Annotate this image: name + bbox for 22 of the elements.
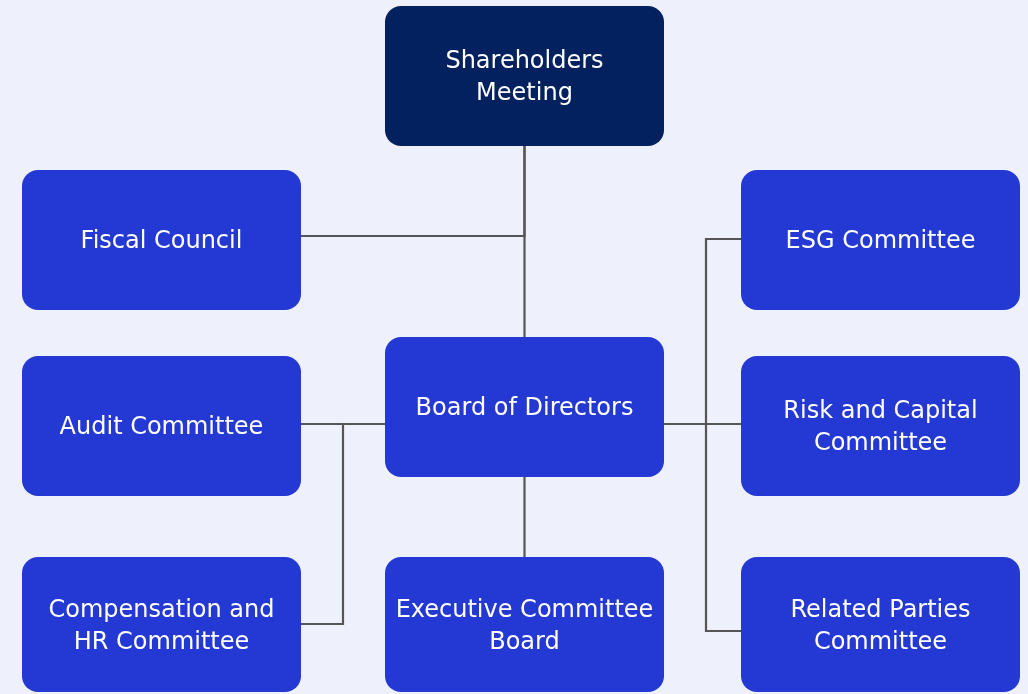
- box-label: Board of Directors: [415, 392, 634, 423]
- committee-box: [22, 557, 301, 692]
- committee-box: [22, 356, 301, 496]
- box-label: ESG Committee: [785, 225, 976, 256]
- box-label: Audit Committee: [59, 411, 264, 442]
- committee-box: [741, 356, 1020, 496]
- box-label: Risk and Capital Committee: [782, 395, 979, 458]
- connector-line: [664, 422, 741, 633]
- committee-box: [741, 170, 1020, 310]
- connector-line: [301, 422, 385, 626]
- box-label: Shareholders Meeting: [444, 45, 605, 108]
- committee-box: [385, 557, 664, 692]
- connector-line: [523, 477, 526, 557]
- box-label: Related Parties Committee: [789, 593, 972, 657]
- committee-box: [741, 557, 1020, 692]
- box-label: Compensation and HR Committee: [47, 593, 276, 657]
- connector-line: [301, 146, 526, 238]
- box-label: Executive Committee Board: [395, 593, 654, 657]
- committee-box: [22, 170, 301, 310]
- box-label: Fiscal Council: [80, 225, 243, 256]
- committee-box: [385, 337, 664, 477]
- top-body-box: [385, 6, 664, 146]
